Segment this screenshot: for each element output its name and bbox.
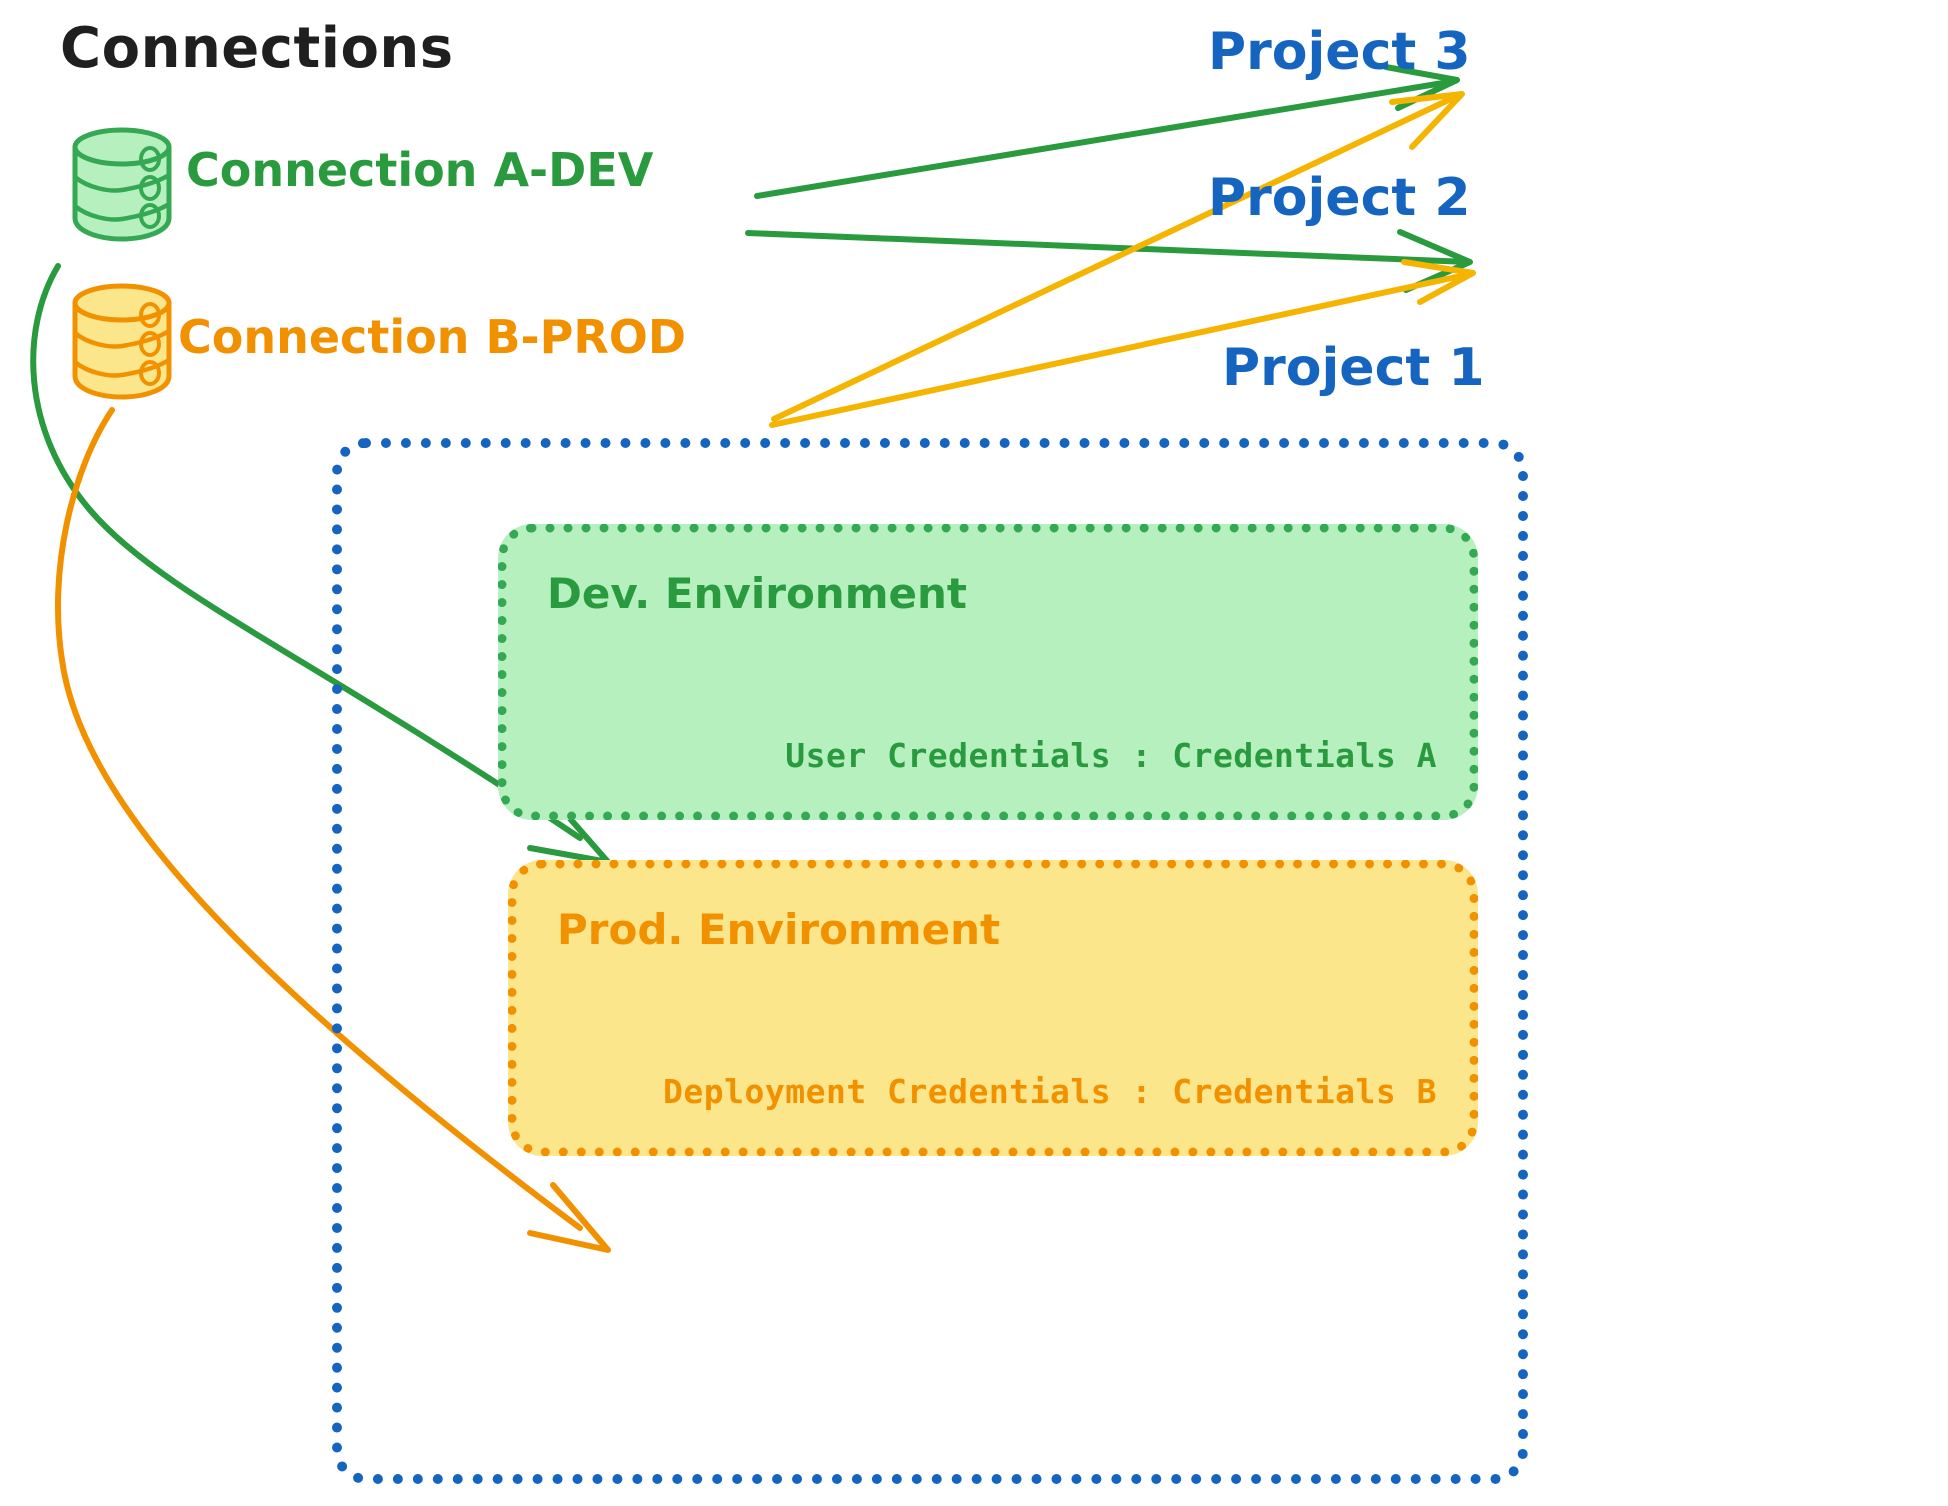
dev-environment-box[interactable]: Dev. Environment User Credentials : Cred… [498,524,1478,820]
project-1-container [332,438,1528,1484]
database-cylinder-icon [72,283,172,400]
dev-environment-credentials: User Credentials : Credentials A [785,736,1437,775]
edge-b-prod-to-project-3 [771,91,1465,422]
project-3-label[interactable]: Project 3 [1208,22,1471,82]
prod-environment-box[interactable]: Prod. Environment Deployment Credentials… [508,860,1478,1156]
edge-b-prod-to-project-2 [769,259,1476,428]
project-2-label[interactable]: Project 2 [1208,168,1471,228]
project-1-label[interactable]: Project 1 [1222,338,1485,398]
prod-environment-credentials: Deployment Credentials : Credentials B [663,1072,1437,1111]
page-title: Connections [60,16,454,81]
connection-b-prod-label[interactable]: Connection B-PROD [178,310,687,364]
prod-environment-title: Prod. Environment [557,905,1001,954]
edge-b-prod-to-prod-environment [55,407,611,1253]
dev-environment-title: Dev. Environment [547,569,967,618]
connection-a-dev-label[interactable]: Connection A-DEV [186,143,654,197]
database-cylinder-icon [72,127,172,242]
